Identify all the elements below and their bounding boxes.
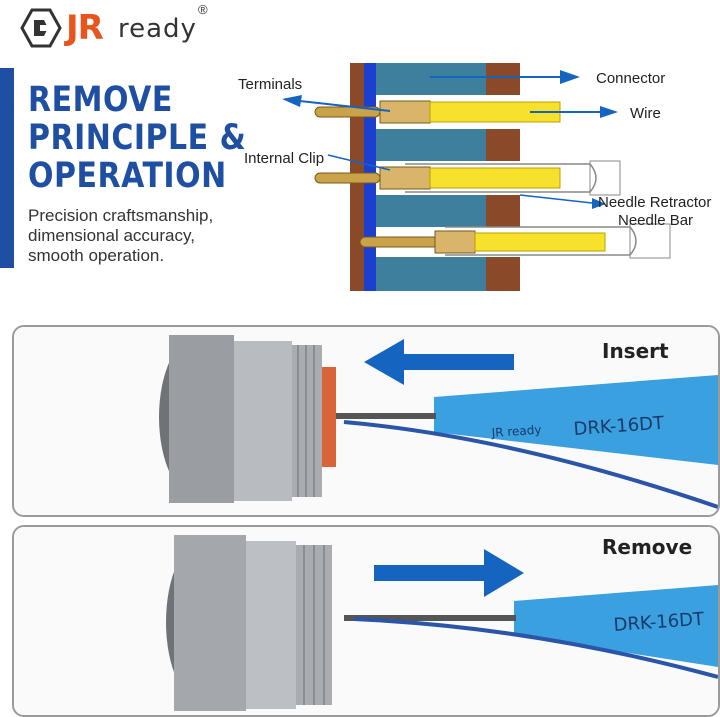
registered-mark: ® (198, 2, 208, 17)
wire-2 (429, 167, 561, 189)
headline-line-1: REMOVE (28, 80, 173, 121)
label-terminals: Terminals (238, 76, 302, 93)
needle-bar-2 (589, 160, 621, 196)
terminals-arrow-head (282, 95, 302, 107)
connector-ring (174, 535, 246, 711)
remove-photo: DRK-16DT (14, 527, 718, 715)
remove-photo-panel: DRK-16DT Remove (12, 525, 720, 717)
description-line-3: smooth operation. (28, 246, 165, 265)
remove-arrow-icon (374, 549, 524, 597)
label-needle-retractor: Needle Retractor (598, 194, 711, 211)
tool-brand-text: JR ready (490, 423, 542, 441)
tool-handle (434, 375, 718, 465)
insert-label: Insert (602, 339, 669, 363)
terminal-3 (359, 236, 441, 248)
wire (353, 617, 718, 679)
connector-ring (169, 335, 234, 503)
terminal-2-crimp (379, 166, 431, 190)
brand-logo (20, 6, 210, 50)
needle-bar-3 (629, 223, 671, 259)
label-wire: Wire (630, 105, 661, 122)
needle-retractor-pointer-head (592, 198, 606, 209)
terminal-2 (314, 172, 381, 184)
headline-line-2: PRINCIPLE & (28, 118, 247, 159)
terminals-arrow-line (299, 100, 391, 112)
label-needle-bar: Needle Bar (618, 212, 693, 229)
terminal-1-crimp (379, 100, 431, 124)
description-line-2: dimensional accuracy, (28, 226, 195, 245)
brand-logo-text: JR (66, 8, 104, 48)
insert-arrow-icon (364, 339, 514, 385)
accent-bar (0, 68, 14, 268)
tool-needle (336, 413, 436, 419)
wire-3 (474, 232, 606, 252)
brand-logo-icon (20, 8, 62, 48)
label-connector: Connector (596, 70, 665, 87)
insert-photo-panel: DRK-16DT JR ready Insert (12, 325, 720, 517)
wire-arrow-head (600, 106, 618, 118)
tool-handle (514, 585, 718, 667)
insert-photo: DRK-16DT JR ready (14, 327, 718, 515)
headline-line-3: OPERATION (28, 156, 227, 197)
tool-needle (344, 615, 516, 621)
terminal-3-crimp (434, 230, 476, 254)
description-line-1: Precision craftsmanship, (28, 206, 214, 225)
wire (343, 420, 718, 509)
needle-retractor-pointer (519, 194, 593, 204)
connector-body (234, 341, 292, 501)
connector-body (246, 541, 296, 709)
connector-arrow-head (560, 70, 580, 84)
connector-seal (322, 367, 336, 467)
remove-label: Remove (602, 535, 693, 559)
remove-principle-diagram: Terminals Connector Wire Internal Clip N… (238, 63, 711, 291)
internal-clip-pointer (327, 154, 391, 171)
label-internal-clip: Internal Clip (244, 150, 324, 167)
brand-logo-suffix: ready (118, 14, 197, 44)
